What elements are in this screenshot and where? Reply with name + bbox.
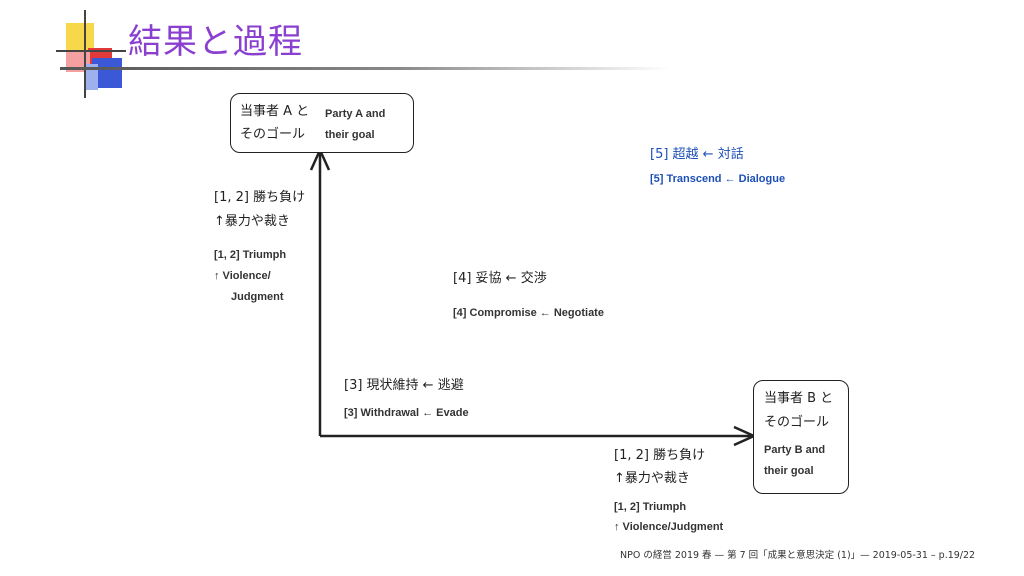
transcend-jp-label: [5] 超越 ← 対話 [650, 147, 744, 162]
party-b-jp-line1: 当事者 B と [764, 391, 834, 406]
party-a-box: 当事者 A と そのゴール Party A and their goal [230, 93, 414, 153]
party-a-en-line2: their goal [325, 129, 375, 141]
party-b-jp-line2: そのゴール [764, 415, 830, 430]
party-a-jp-line2: そのゴール [240, 127, 306, 142]
left-outcome-en-line2: ↑ Violence/ [214, 270, 271, 282]
withdrawal-jp-label: [3] 現状維持 ← 逃避 [344, 378, 464, 393]
party-b-en-line1: Party B and [764, 444, 826, 456]
transcend-en-label: [5] Transcend ← Dialogue [650, 173, 786, 185]
left-outcome-en-line3: Judgment [231, 291, 284, 303]
bottom-outcome-en-line2: ↑ Violence/Judgment [614, 521, 724, 533]
slide-footer: NPO の経営 2019 春 — 第 7 回「成果と意思決定 (1)」— 201… [620, 550, 976, 561]
party-b-en-line2: their goal [764, 465, 814, 477]
withdrawal-en-label: [3] Withdrawal ← Evade [344, 407, 469, 419]
bottom-outcome-jp-line1: [1, 2] 勝ち負け [614, 448, 706, 463]
party-b-box: 当事者 B と そのゴール Party B and their goal [753, 380, 849, 494]
left-outcome-jp-line1: [1, 2] 勝ち負け [214, 190, 306, 205]
bottom-outcome-en-line1: [1, 2] Triumph [614, 501, 687, 513]
left-outcome-en-line1: [1, 2] Triumph [214, 249, 287, 261]
party-a-en-line1: Party A and [325, 108, 386, 120]
page-title: 結果と過程 [128, 22, 303, 62]
compromise-jp-label: [4] 妥協 ← 交渉 [453, 271, 547, 286]
left-outcome-jp-line2: ↑暴力や裁き [214, 214, 290, 229]
compromise-en-label: [4] Compromise ← Negotiate [453, 307, 604, 319]
title-divider [60, 67, 670, 70]
party-a-jp-line1: 当事者 A と [240, 104, 310, 119]
bottom-outcome-jp-line2: ↑暴力や裁き [614, 471, 690, 486]
